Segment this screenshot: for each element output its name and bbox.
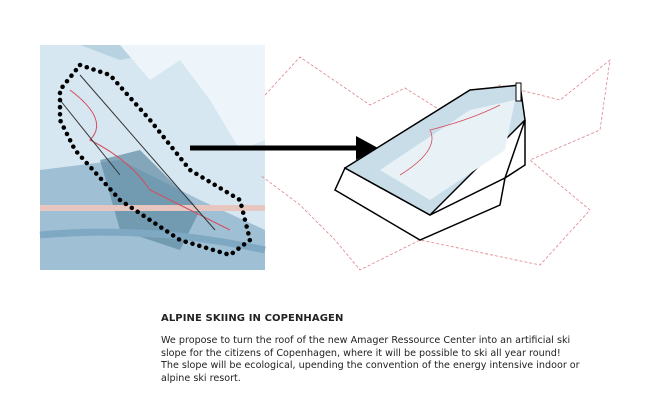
slope-outline-dotted — [57, 62, 253, 258]
alpine-piste-map — [39, 45, 266, 270]
site-outline — [259, 56, 611, 271]
amager-building — [334, 82, 526, 241]
caption-body: We propose to turn the roof of the new A… — [161, 335, 580, 384]
caption-title: ALPINE SKIING IN COPENHAGEN — [161, 313, 344, 324]
concept-diagram — [39, 45, 611, 271]
arrow-icon — [190, 136, 378, 160]
caption: ALPINE SKIING IN COPENHAGEN We propose t… — [161, 313, 581, 385]
